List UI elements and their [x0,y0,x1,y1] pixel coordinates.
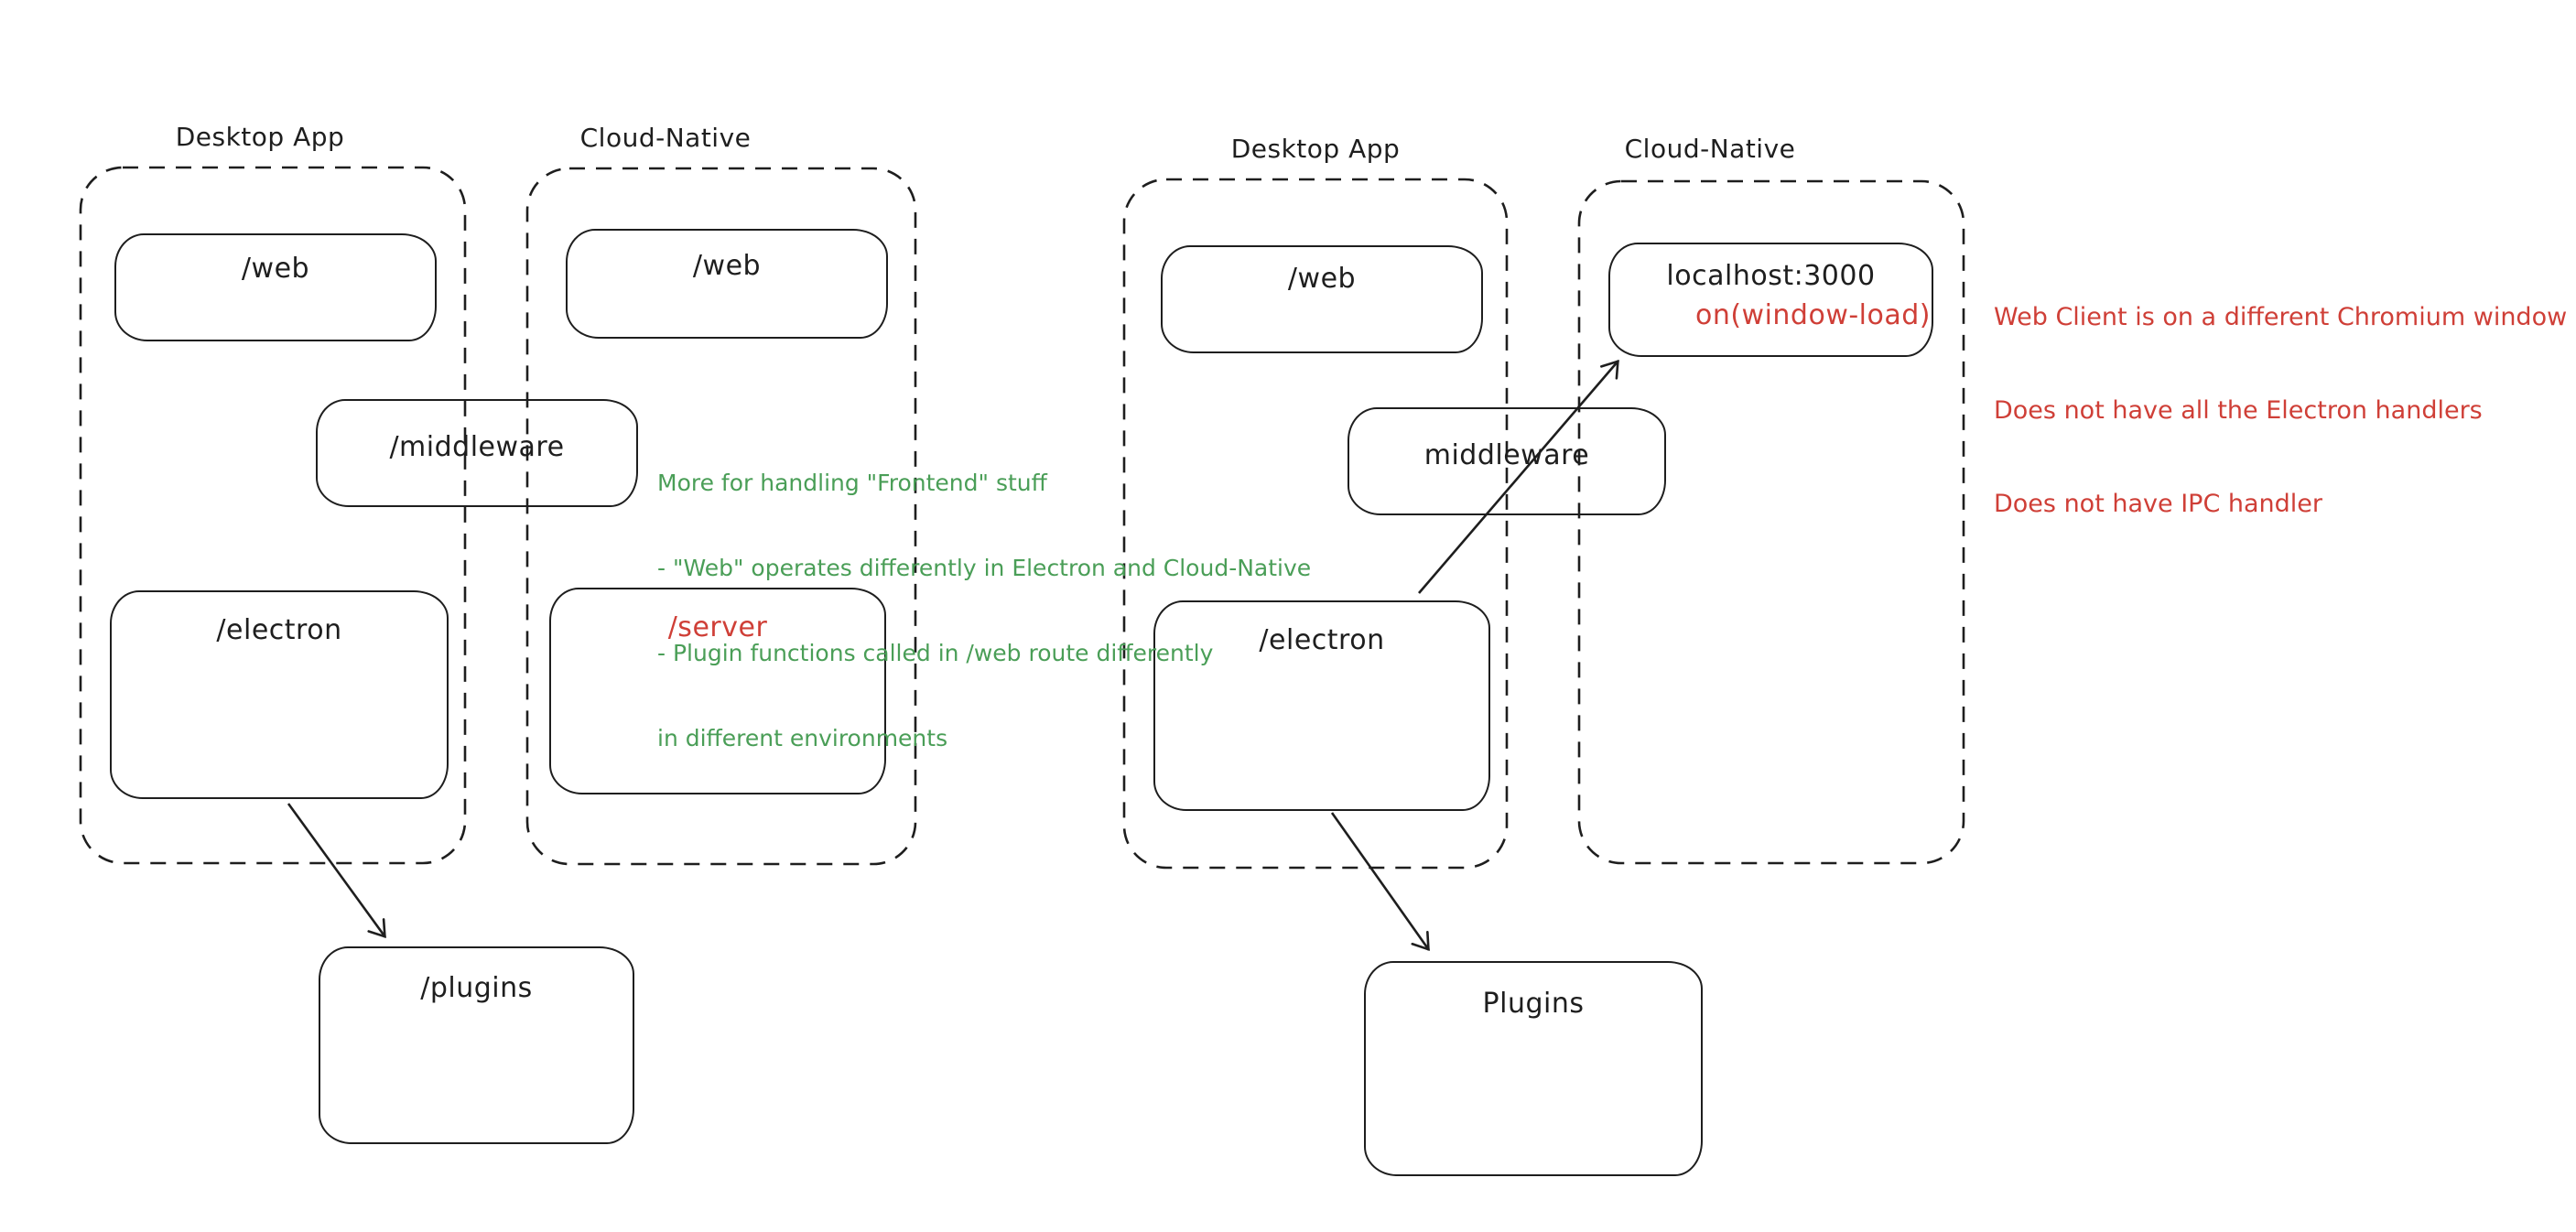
left-cloud-web-box: /web [566,229,888,339]
left-server-label: /server [667,611,768,643]
left-desktop-app-label: Desktop App [175,122,345,152]
red-annotation-line-3: Does not have IPC handler [1994,490,2323,518]
right-cloud-native-label: Cloud-Native [1624,134,1796,164]
left-electron-label: /electron [216,614,342,646]
right-middleware-box: middleware [1348,407,1666,515]
right-middleware-label: middleware [1423,439,1590,471]
red-annotation-line-2: Does not have all the Electron handlers [1994,396,2483,425]
right-red-annotation: Web Client is on a different Chromium wi… [1994,240,2576,582]
left-cloud-web-label: /web [692,250,762,282]
right-desktop-app-container [1122,178,1509,870]
left-middleware-box: /middleware [316,399,638,507]
left-cloud-native-label: Cloud-Native [579,123,752,153]
left-server-box: /server [549,588,886,794]
right-desktop-web-box: /web [1161,245,1483,353]
right-plugins-label: Plugins [1482,988,1585,1020]
arrow-right-electron-to-localhost [1418,359,1619,594]
green-annotation-line-3: - Plugin functions called in /web route … [657,640,1214,666]
right-localhost-subtitle: on(window-load) [1694,299,1932,331]
red-annotation-line-1: Web Client is on a different Chromium wi… [1994,303,2568,331]
right-desktop-web-label: /web [1287,263,1357,295]
left-desktop-web-label: /web [241,253,310,285]
left-desktop-app-container [79,166,467,865]
green-annotation-line-2: - "Web" operates differently in Electron… [657,555,1312,581]
arrow-left-electron-to-plugins [287,803,387,939]
green-annotation-line-1: More for handling "Frontend" stuff [657,470,1047,496]
left-plugins-label: /plugins [420,972,533,1004]
left-plugins-box: /plugins [319,946,634,1144]
right-cloud-native-container [1577,179,1965,865]
left-electron-box: /electron [110,590,449,799]
left-cloud-native-container [525,167,917,866]
right-desktop-app-label: Desktop App [1230,134,1401,164]
right-electron-label: /electron [1259,624,1385,656]
left-green-annotation: More for handling "Frontend" stuff - "We… [657,412,1380,809]
right-localhost-box: localhost:3000 on(window-load) [1608,243,1933,357]
left-middleware-label: /middleware [389,431,565,463]
arrow-right-electron-to-plugins [1330,812,1431,952]
right-localhost-title: localhost:3000 [1666,260,1876,292]
right-electron-box: /electron [1153,600,1490,811]
right-plugins-box: Plugins [1364,961,1703,1176]
left-desktop-web-box: /web [114,233,437,341]
green-annotation-line-4: in different environments [657,725,948,751]
